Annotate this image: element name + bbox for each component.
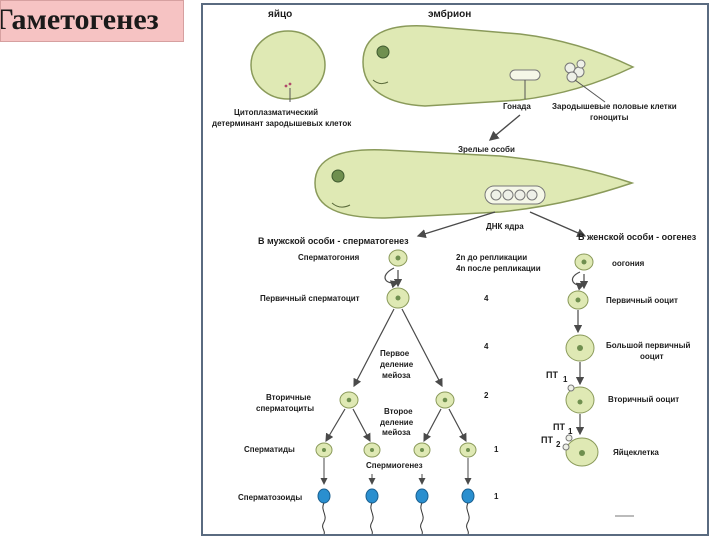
- embryo-mouth: [372, 79, 389, 85]
- secondary-spermatocytes-line2: сперматоциты: [256, 404, 314, 413]
- oogonia-cell: [574, 253, 594, 271]
- embryo-eye: [376, 45, 390, 59]
- sperm-4: [461, 488, 475, 535]
- mature-eye: [331, 169, 345, 183]
- spermatids-label: Сперматиды: [244, 445, 295, 454]
- meiosis1-line3: мейоза: [382, 371, 411, 380]
- egg-label: яйцо: [268, 9, 292, 20]
- determinant-dot-2: [288, 82, 292, 86]
- polar-body-2b-label: ПТ: [541, 435, 553, 445]
- slide-title: Гаметогенез: [0, 3, 159, 36]
- mature-body: [314, 149, 635, 219]
- meiosis1-line1: Первое: [380, 349, 410, 358]
- dna-amount-3: 2: [484, 391, 489, 400]
- spermatid-4: [459, 442, 477, 458]
- mature-germ-cells: [490, 189, 538, 201]
- arrow-m2-4: [448, 408, 467, 443]
- arrow-m2-1: [325, 408, 346, 443]
- ploidy-before: 2n до репликации: [456, 253, 527, 262]
- arrow-m2-3: [423, 408, 442, 443]
- polar-body-1-label: ПТ: [546, 370, 558, 380]
- germ-cells-pointer: [574, 79, 606, 103]
- polar-body-2b: [562, 443, 570, 451]
- spermatozoa-label: Сперматозоиды: [238, 493, 302, 502]
- polar-body-1: [567, 384, 575, 392]
- mature-mouth: [331, 202, 351, 208]
- dna-amount-1: 4: [484, 294, 489, 303]
- secondary-spermatocyte-left: [339, 391, 359, 409]
- polar-body-2b-sub: 2: [556, 440, 561, 449]
- secondary-oocyte-label: Вторичный ооцит: [608, 395, 679, 404]
- gonocyte-cluster: [564, 59, 586, 83]
- arrow-meiosis1-right: [401, 308, 443, 388]
- spermatogonia-cell: [388, 249, 408, 267]
- ploidy-after: 4n после репликации: [456, 264, 541, 273]
- sperm-1: [317, 488, 331, 535]
- sperm-2: [365, 488, 379, 535]
- arrow-to-female: [529, 211, 587, 238]
- arrow-to-male: [416, 211, 496, 239]
- dna-amount-5: 1: [494, 492, 499, 501]
- mature-label: Зрелые особи: [458, 145, 515, 154]
- polar-body-2a-label: ПТ: [553, 422, 565, 432]
- dna-label: ДНК ядра: [486, 222, 524, 231]
- large-oocyte-line1: Большой первичный: [606, 341, 690, 350]
- secondary-spermatocyte-right: [435, 391, 455, 409]
- embryo-body: [362, 25, 635, 107]
- arrow-m2-2: [352, 408, 371, 443]
- determinant-dot-1: [284, 84, 288, 88]
- spermatogonia-label: Сперматогония: [298, 253, 360, 262]
- spermatogonia-loop: [384, 267, 400, 289]
- large-oocyte-line2: ооцит: [640, 352, 664, 361]
- spermatid-1: [315, 442, 333, 458]
- secondary-spermatocytes-line1: Вторичные: [266, 393, 311, 402]
- arrow-embryo-to-mature: [488, 114, 521, 141]
- embryo-label: эмбрион: [428, 8, 471, 20]
- meiosis1-line2: деление: [380, 360, 414, 369]
- primary-oocyte-label: Первичный ооцит: [606, 296, 678, 305]
- gonad-shape: [509, 69, 541, 81]
- germ-cells-label-line1: Зародышевые половые клетки: [552, 102, 677, 111]
- germ-cells-label-line2: гоноциты: [590, 113, 629, 122]
- polar-body-2a-sub: 1: [568, 427, 573, 436]
- spermiogenesis-label: Спермиогенез: [366, 461, 423, 470]
- egg-cell-shape: [250, 30, 326, 100]
- sperm-3: [415, 488, 429, 535]
- polar-body-1-sub: 1: [563, 375, 568, 384]
- oogonia-label: оогония: [612, 259, 645, 268]
- dna-amount-4: 1: [494, 445, 499, 454]
- female-heading: В женской особи - оогенез: [578, 232, 697, 242]
- arrow-meiosis1-left: [353, 308, 395, 388]
- spermatid-2: [363, 442, 381, 458]
- egg-cell-final: [565, 437, 599, 467]
- oogonia-loop: [571, 271, 586, 291]
- primary-oocyte-cell: [567, 290, 589, 310]
- secondary-oocyte-cell: [565, 386, 595, 414]
- gonad-label: Гонада: [503, 102, 531, 111]
- male-heading: В мужской особи - сперматогенез: [258, 236, 409, 246]
- meiosis2-line1: Второе: [384, 407, 413, 416]
- meiosis2-line2: деление: [380, 418, 414, 427]
- egg-cell-label: Яйцеклетка: [613, 448, 659, 457]
- dna-amount-2: 4: [484, 342, 489, 351]
- polar-body-2a: [565, 434, 573, 442]
- determinant-label-line2: детерминант зародышевых клеток: [212, 119, 352, 128]
- primary-spermatocyte-cell: [386, 287, 410, 309]
- determinant-label-line1: Цитоплазматический: [234, 108, 318, 117]
- spermatid-3: [413, 442, 431, 458]
- large-primary-oocyte-cell: [565, 334, 595, 362]
- meiosis2-line3: мейоза: [382, 428, 411, 437]
- slide-title-box: Гаметогенез: [0, 0, 184, 42]
- primary-spermatocyte-label: Первичный сперматоцит: [260, 294, 360, 303]
